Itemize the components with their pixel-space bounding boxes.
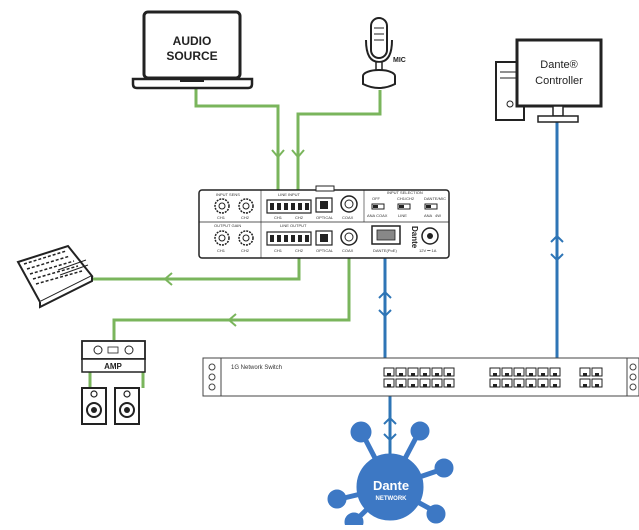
input-sens-ch2-label: CH2 [241, 215, 250, 220]
line-output-ch2-label: CH2 [295, 248, 304, 253]
switch-port[interactable] [579, 367, 591, 377]
mic-label: MIC [393, 57, 406, 64]
line-output-ch1-label: CH1 [274, 248, 283, 253]
coax-output-port[interactable] [340, 228, 358, 246]
input-dante-mic-label: DANTE/MIC [424, 196, 446, 201]
input-selection-label: INPUT SELECTION [387, 190, 423, 195]
output-gain-ch2-label: CH2 [241, 248, 250, 253]
input-sens-knob-ch2[interactable] [238, 198, 254, 214]
switch-port[interactable] [489, 378, 501, 388]
switch-label: 1G Network Switch [231, 365, 282, 371]
input-4w-label: 4W [435, 213, 441, 218]
amp-label: AMP [104, 362, 122, 371]
output-gain-knob-ch2[interactable] [238, 230, 254, 246]
line-input-ch1-label: CH1 [274, 215, 283, 220]
desktop-computer-icon: Dante® Controller [495, 38, 603, 123]
audio-source-label-line1: AUDIO [173, 34, 212, 48]
dante-controller-label-line2: Controller [535, 75, 583, 87]
switch-port[interactable] [513, 378, 525, 388]
ethernet-port[interactable] [371, 225, 401, 245]
output-gain-label: OUTPUT GAIN [214, 223, 241, 228]
output-gain-knob-ch1[interactable] [214, 230, 230, 246]
dante-logo-text: Dante [410, 226, 419, 249]
dante-network-icon: Dante NETWORK [327, 421, 454, 530]
optical-output-label: OPTICAL [316, 248, 334, 253]
analog-connections [81, 86, 382, 388]
network-switch-icon: 1G Network Switch [202, 357, 639, 397]
switch-port[interactable] [431, 378, 443, 388]
input-off-label: OFF [372, 196, 381, 201]
input-ana-label: ANA [424, 213, 433, 218]
switch-port-group-b[interactable] [489, 367, 561, 388]
input-ana-coax-label: ANA COAX [367, 213, 388, 218]
input-selection-switch-2[interactable] [397, 203, 411, 210]
input-sens-knob-ch1[interactable] [214, 198, 230, 214]
line-output-terminal[interactable] [266, 231, 312, 246]
input-selection-switch-1[interactable] [371, 203, 385, 210]
switch-port[interactable] [537, 378, 549, 388]
switch-port[interactable] [579, 378, 591, 388]
switch-port[interactable] [383, 378, 395, 388]
output-gain-ch1-label: CH1 [217, 248, 226, 253]
switch-port[interactable] [443, 367, 455, 377]
switch-port[interactable] [591, 378, 603, 388]
switch-port[interactable] [549, 367, 561, 377]
switch-port[interactable] [513, 367, 525, 377]
line-input-terminal[interactable] [266, 199, 312, 214]
converter-device: INPUT SENS CH1 CH2 LINE INPUT CH1 CH2 OP… [198, 185, 450, 259]
switch-port[interactable] [537, 367, 549, 377]
power-label: 12V ⎓ 1A [419, 248, 437, 253]
optical-output-port[interactable] [315, 230, 333, 246]
switch-port[interactable] [501, 378, 513, 388]
switch-port[interactable] [431, 367, 443, 377]
switch-port-group-a[interactable] [383, 367, 455, 388]
switch-port[interactable] [395, 367, 407, 377]
coax-output-label: COAX [342, 248, 354, 253]
coax-input-label: COAX [342, 215, 354, 220]
switch-port[interactable] [525, 367, 537, 377]
speaker-icon [114, 387, 140, 425]
laptop-icon: AUDIO SOURCE [131, 10, 254, 90]
mic-to-device-line [296, 90, 382, 195]
audio-source-label-line2: SOURCE [166, 49, 217, 63]
input-sens-label: INPUT SENS [216, 192, 240, 197]
input-line-label: LINE [398, 213, 407, 218]
input-selection-switch-3[interactable] [424, 203, 438, 210]
mixer-console-icon [16, 244, 94, 309]
laptop-to-device-line [194, 86, 280, 195]
dante-controller-label-line1: Dante® [540, 59, 577, 71]
switch-port[interactable] [407, 378, 419, 388]
switch-port[interactable] [419, 367, 431, 377]
switch-port[interactable] [501, 367, 513, 377]
switch-port[interactable] [407, 367, 419, 377]
dante-poe-label: DANTE(PoE) [373, 248, 397, 253]
line-input-label: LINE INPUT [278, 192, 301, 197]
input-ch1-ch2-label: CH1/CH2 [397, 196, 415, 201]
switch-port[interactable] [489, 367, 501, 377]
device-to-mixer-line [81, 252, 301, 281]
dante-network-sub: NETWORK [376, 496, 408, 502]
switch-port[interactable] [443, 378, 455, 388]
device-to-amp-line [112, 245, 351, 340]
switch-port[interactable] [419, 378, 431, 388]
optical-input-port[interactable] [315, 197, 333, 213]
input-sens-ch1-label: CH1 [217, 215, 226, 220]
coax-input-port[interactable] [340, 195, 358, 213]
amplifier-icon: AMP [81, 340, 146, 373]
microphone-icon: MIC [362, 17, 406, 89]
power-connector[interactable] [421, 227, 439, 245]
switch-port-group-c[interactable] [579, 367, 603, 388]
network-connections [378, 122, 564, 460]
optical-input-label: OPTICAL [316, 215, 334, 220]
switch-port[interactable] [549, 378, 561, 388]
switch-port[interactable] [395, 378, 407, 388]
switch-port[interactable] [591, 367, 603, 377]
switch-port[interactable] [525, 378, 537, 388]
dante-network-brand: Dante [373, 478, 409, 493]
line-output-label: LINE OUTPUT [280, 223, 307, 228]
speaker-icon [81, 387, 107, 425]
switch-port[interactable] [383, 367, 395, 377]
line-input-ch2-label: CH2 [295, 215, 304, 220]
